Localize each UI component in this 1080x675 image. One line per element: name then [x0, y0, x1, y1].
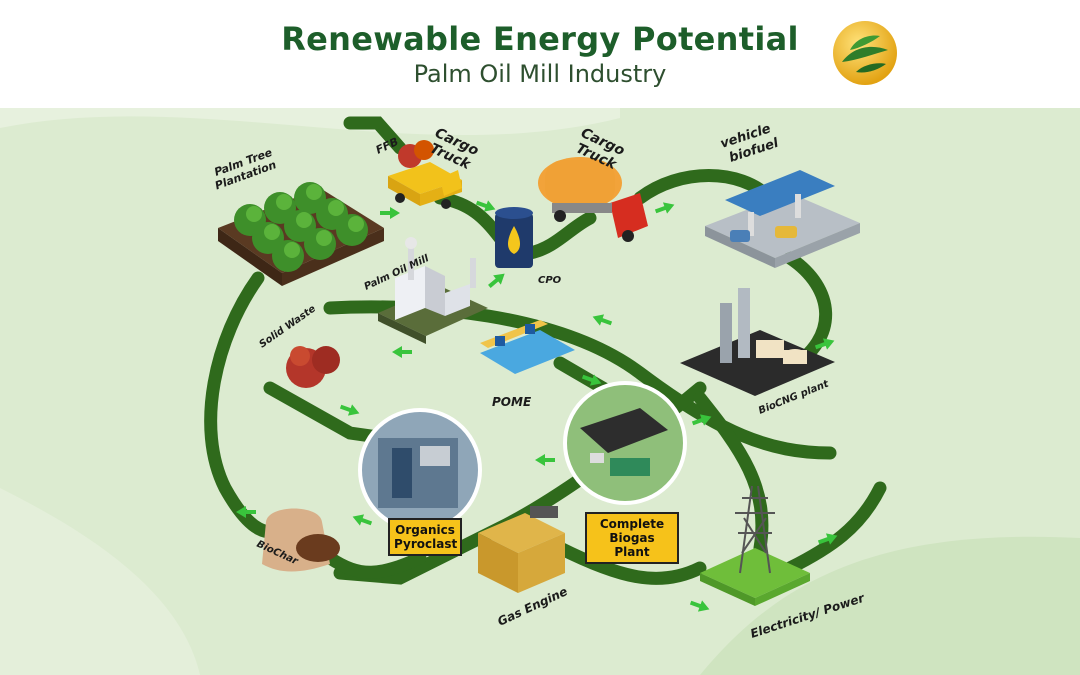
solid-waste-icon	[286, 346, 340, 388]
flow-line-waste-pyro	[263, 381, 392, 445]
page-title: Renewable Energy Potential	[281, 20, 799, 58]
label-vehicle-biofuel: vehicle biofuel	[719, 120, 782, 167]
label-complete-biogas-plant: Complete Biogas Plant	[585, 512, 679, 564]
electricity-tower-icon	[700, 485, 810, 606]
arrow-icon	[392, 346, 412, 358]
arrow-icon	[488, 273, 505, 288]
bg-swoosh	[0, 108, 620, 136]
palm-plantation-icon	[218, 182, 384, 286]
header: Renewable Energy Potential Palm Oil Mill…	[0, 0, 1080, 108]
cpo-barrel-icon	[495, 207, 533, 268]
arrow-icon	[535, 454, 555, 466]
label-solid-waste: Solid Waste	[257, 303, 318, 350]
leaf-sun-logo-icon	[833, 21, 897, 85]
arrow-icon	[654, 202, 675, 214]
palm-oil-mill-icon	[378, 237, 488, 344]
arrow-icon	[817, 533, 838, 545]
diagram-area: Palm Tree Plantation FFB Cargo Truck Car…	[0, 108, 1080, 675]
pome-pond-icon	[480, 320, 575, 374]
tanker-truck-icon	[538, 157, 648, 242]
fuel-station-icon	[705, 170, 860, 268]
arrow-icon	[592, 314, 613, 326]
arrow-icon	[380, 207, 400, 219]
label-palm-tree-plantation: Palm Tree Plantation	[209, 145, 282, 193]
flow-arrows	[236, 200, 838, 612]
biochar-sack-icon	[262, 508, 340, 572]
label-cpo: CPO	[538, 275, 562, 286]
bg-swoosh	[0, 488, 200, 675]
flow-line-power-out	[783, 481, 887, 575]
arrow-icon	[691, 414, 712, 426]
biocng-plant-icon	[680, 288, 835, 396]
arrow-icon	[581, 374, 602, 386]
arrow-icon	[236, 506, 256, 518]
biogas-plant-photo	[563, 381, 687, 505]
flow-line-cpo-truck	[523, 211, 597, 260]
arrow-icon	[814, 338, 835, 350]
ffb-truck-icon	[388, 140, 462, 209]
arrow-icon	[475, 200, 496, 212]
page-subtitle: Palm Oil Mill Industry	[413, 60, 667, 88]
bg-swoosh	[700, 536, 1080, 675]
gas-engine-icon	[478, 506, 565, 593]
flow-line-plantation-loop	[204, 271, 297, 539]
label-organics-pyroclast: Organics Pyroclast	[388, 518, 462, 556]
flow-line-biocng-power	[693, 391, 769, 555]
label-gas-engine: Gas Engine	[495, 584, 569, 629]
flow-line-biochar	[323, 551, 427, 579]
flow-line-engine-power	[553, 541, 707, 585]
arrow-icon	[339, 404, 360, 416]
organics-pyroclast-photo	[358, 408, 482, 532]
label-pome: POME	[492, 395, 532, 409]
flow-diagram: Palm Tree Plantation FFB Cargo Truck Car…	[0, 108, 1080, 675]
arrow-icon	[689, 600, 710, 612]
arrow-icon	[352, 514, 373, 526]
flow-line-top	[343, 116, 407, 155]
